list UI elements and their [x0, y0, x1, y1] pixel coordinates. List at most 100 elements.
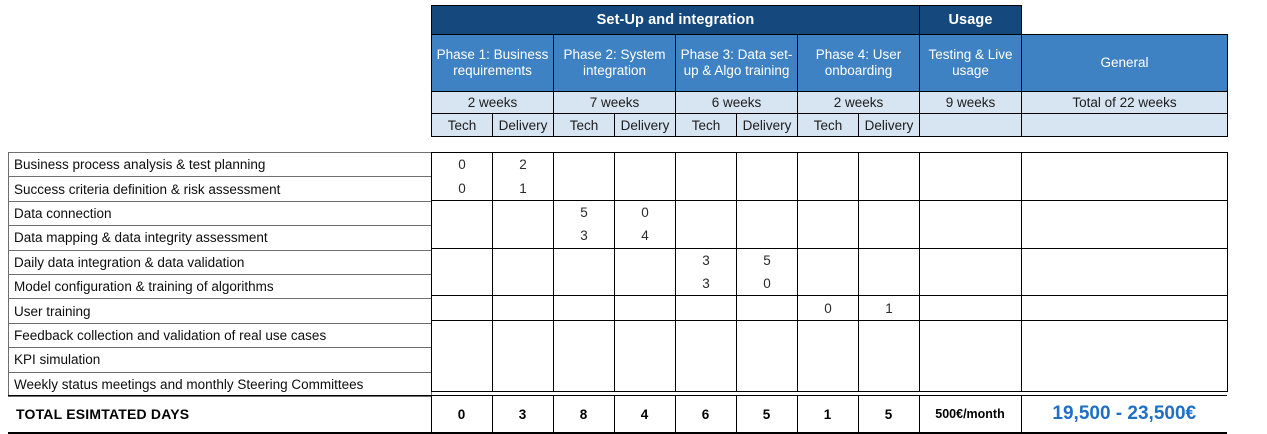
- effort-cell: [797, 200, 859, 225]
- effort-cell: 0: [797, 295, 859, 321]
- effort-cell: [1021, 320, 1228, 345]
- subheader-p1-delivery: Delivery: [492, 113, 554, 137]
- task-label: Model configuration & training of algori…: [8, 273, 432, 300]
- effort-cell: [919, 224, 1022, 249]
- effort-cell: [431, 320, 493, 345]
- effort-cell: [431, 200, 493, 225]
- effort-cell: [858, 271, 920, 297]
- effort-cell: [736, 176, 798, 201]
- effort-cell: [1021, 271, 1228, 297]
- effort-cell: 5: [736, 248, 798, 272]
- subheader-p4-tech: Tech: [797, 113, 859, 137]
- phase-3-header: Phase 3: Data set-up & Algo training: [675, 34, 798, 92]
- effort-cell: [675, 295, 737, 321]
- duration-testing: 9 weeks: [919, 91, 1022, 114]
- totals-data-row: TOTAL ESIMTATED DAYS 0 3 8 4 6 5 1 5 500…: [8, 395, 1227, 434]
- effort-cell: [492, 200, 554, 225]
- table-row: Data mapping & data integrity assessment: [8, 225, 432, 251]
- effort-cell: [614, 367, 676, 392]
- effort-cell: [919, 200, 1022, 225]
- totals-row: TOTAL ESIMTATED DAYS 0 3 8 4 6 5 1 5 500…: [8, 395, 1227, 434]
- effort-cell: [797, 224, 859, 249]
- task-label: Weekly status meetings and monthly Steer…: [8, 371, 432, 397]
- effort-cell: [492, 367, 554, 392]
- effort-cell: [797, 176, 859, 201]
- band-usage: Usage: [919, 5, 1022, 35]
- effort-cell: [736, 367, 798, 392]
- table-row: Daily data integration & data validation: [8, 249, 432, 275]
- duration-phase-3: 6 weeks: [675, 91, 798, 114]
- subheader-p2-delivery: Delivery: [614, 113, 676, 137]
- effort-cell: [492, 224, 554, 249]
- effort-cell: [858, 176, 920, 201]
- effort-cell: [675, 344, 737, 368]
- effort-cell: 0: [614, 200, 676, 225]
- phase-2-header: Phase 2: System integration: [553, 34, 676, 92]
- total-p3-delivery: 5: [735, 395, 798, 434]
- duration-phase-2: 7 weeks: [553, 91, 676, 114]
- effort-cell: [1021, 367, 1228, 392]
- effort-cell: 5: [553, 200, 615, 225]
- duration-phase-1: 2 weeks: [431, 91, 554, 114]
- effort-cell: [797, 320, 859, 345]
- effort-cell: [431, 367, 493, 392]
- table-row: Success criteria definition & risk asses…: [8, 176, 432, 202]
- subheader-p3-delivery: Delivery: [736, 113, 798, 137]
- testing-live-usage-header: Testing & Live usage: [919, 34, 1022, 92]
- effort-cell: [1021, 344, 1228, 368]
- header-subcolumn-row: Tech Delivery Tech Delivery Tech Deliver…: [431, 113, 1228, 137]
- table-row: [431, 344, 1228, 368]
- subheader-general: [1021, 113, 1228, 137]
- effort-cell: [614, 176, 676, 201]
- effort-cell: [675, 224, 737, 249]
- total-p1-tech: 0: [430, 395, 493, 434]
- effort-cell: 2: [492, 152, 554, 177]
- header-phase-row: Phase 1: Business requirements Phase 2: …: [431, 34, 1228, 92]
- effort-cell: [736, 200, 798, 225]
- effort-cell: [858, 248, 920, 272]
- effort-cell: [614, 152, 676, 177]
- effort-cell: [553, 295, 615, 321]
- effort-cell: [431, 295, 493, 321]
- effort-cell: [919, 176, 1022, 201]
- effort-cell: [858, 152, 920, 177]
- effort-cell: [736, 344, 798, 368]
- task-label: Data connection: [8, 200, 432, 227]
- effort-cell: [675, 320, 737, 345]
- effort-cell: [919, 344, 1022, 368]
- table-row: Feedback collection and validation of re…: [8, 322, 432, 349]
- phase-1-header: Phase 1: Business requirements: [431, 34, 554, 92]
- header-band-row: Set-Up and integration Usage: [431, 5, 1228, 35]
- task-label: KPI simulation: [8, 347, 432, 373]
- effort-cell: [614, 271, 676, 297]
- task-label: User training: [8, 298, 432, 324]
- effort-cell: [614, 344, 676, 368]
- total-p3-tech: 6: [674, 395, 737, 434]
- table-header: Set-Up and integration Usage Phase 1: Bu…: [431, 5, 1228, 137]
- total-p2-tech: 8: [552, 395, 615, 434]
- effort-cell: [431, 344, 493, 368]
- effort-cell: [431, 224, 493, 249]
- effort-cell: [1021, 224, 1228, 249]
- effort-cell: [614, 295, 676, 321]
- effort-cell: [1021, 176, 1228, 201]
- effort-cell: [919, 248, 1022, 272]
- effort-cell: 0: [431, 152, 493, 177]
- effort-cell: [858, 224, 920, 249]
- table-row: Business process analysis & test plannin…: [8, 151, 432, 178]
- effort-cell: [614, 248, 676, 272]
- total-p4-delivery: 5: [857, 395, 920, 434]
- effort-cell: [858, 320, 920, 345]
- table-row: [431, 367, 1228, 392]
- usage-monthly-fee: 500€/month: [918, 395, 1022, 434]
- table-row: [431, 320, 1228, 345]
- totals-label: TOTAL ESIMTATED DAYS: [8, 395, 432, 434]
